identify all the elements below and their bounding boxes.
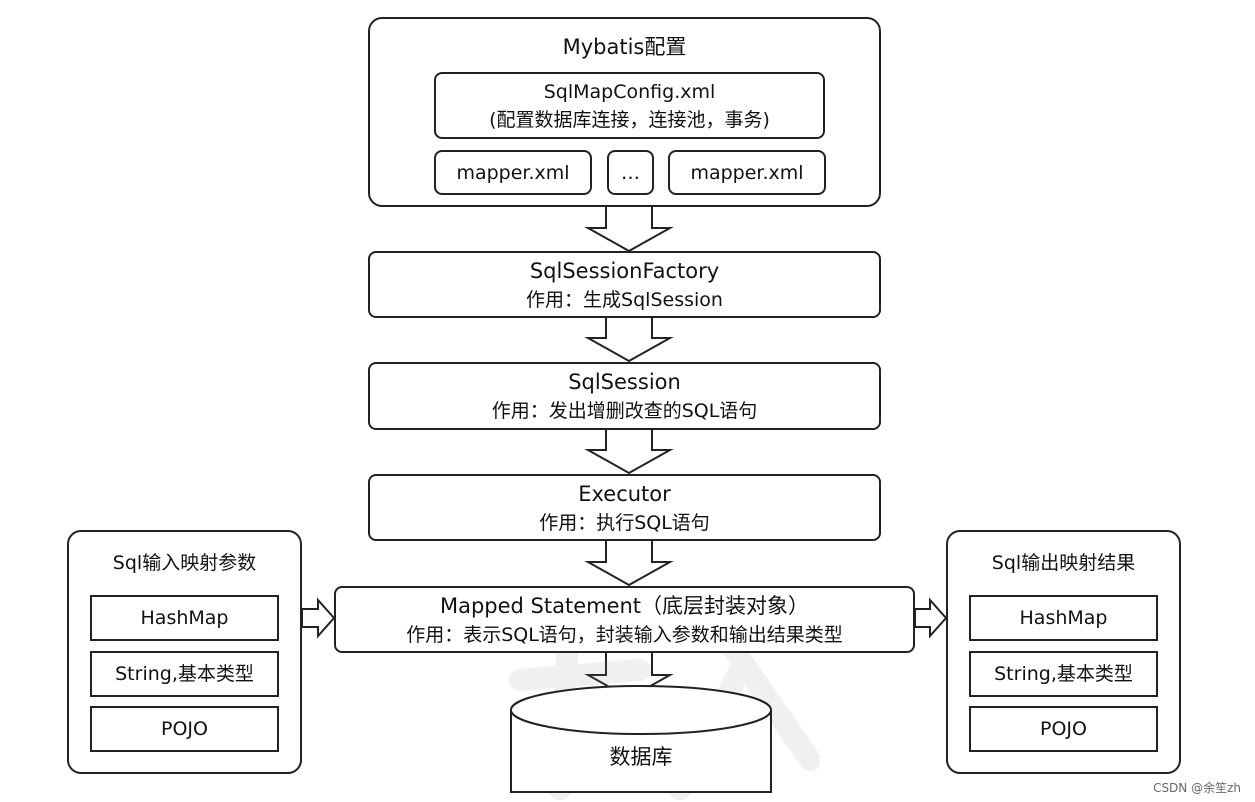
sqlmapconfig-filename: SqlMapConfig.xml — [543, 80, 716, 103]
config-panel-title: Mybatis配置 — [562, 35, 687, 59]
arrow-mapped-to-output — [914, 597, 948, 639]
factory-name: SqlSessionFactory — [529, 258, 720, 283]
arrow-executor-to-mapped — [584, 539, 674, 587]
factory-role: 作用：生成SqlSession — [526, 288, 723, 311]
credit-text: CSDN @余笙zh — [1153, 781, 1241, 795]
sqlmapconfig-description: (配置数据库连接，连接池，事务) — [489, 108, 770, 131]
output-item-hashmap: HashMap — [969, 595, 1158, 641]
output-item-pojo: POJO — [969, 706, 1158, 752]
sqlmapconfig-box: SqlMapConfig.xml (配置数据库连接，连接池，事务) — [434, 72, 825, 139]
session-name: SqlSession — [568, 370, 681, 394]
mapped-statement-name: Mapped Statement（底层封装对象） — [439, 593, 810, 618]
executor-name: Executor — [578, 481, 671, 506]
input-item-pojo: POJO — [90, 706, 279, 752]
sqlsessionfactory-box: SqlSessionFactory 作用：生成SqlSession — [368, 251, 881, 318]
mapper-xml-box-left: mapper.xml — [434, 150, 592, 195]
executor-box: Executor 作用：执行SQL语句 — [368, 474, 881, 541]
input-item-hashmap: HashMap — [90, 595, 279, 641]
session-role: 作用：发出增删改查的SQL语句 — [491, 400, 758, 422]
mapper-ellipsis-box: … — [607, 150, 654, 195]
mapper-xml-box-right: mapper.xml — [668, 150, 826, 195]
mapped-statement-box: Mapped Statement（底层封装对象） 作用：表示SQL语句，封装输入… — [334, 586, 915, 653]
executor-role: 作用：执行SQL语句 — [539, 511, 710, 534]
arrow-input-to-mapped — [301, 597, 336, 639]
input-item-string-basic: String,基本类型 — [90, 651, 279, 697]
database-label: 数据库 — [609, 745, 673, 769]
arrow-config-to-factory — [584, 205, 674, 253]
output-panel-title: Sql输出映射结果 — [991, 552, 1136, 574]
mapped-statement-role: 作用：表示SQL语句，封装输入参数和输出结果类型 — [406, 623, 843, 646]
arrow-session-to-executor — [584, 428, 674, 475]
arrow-factory-to-session — [584, 316, 674, 363]
sqlsession-box: SqlSession 作用：发出增删改查的SQL语句 — [368, 362, 881, 430]
input-panel-title: Sql输入映射参数 — [112, 552, 257, 574]
output-item-string-basic: String,基本类型 — [969, 651, 1158, 697]
